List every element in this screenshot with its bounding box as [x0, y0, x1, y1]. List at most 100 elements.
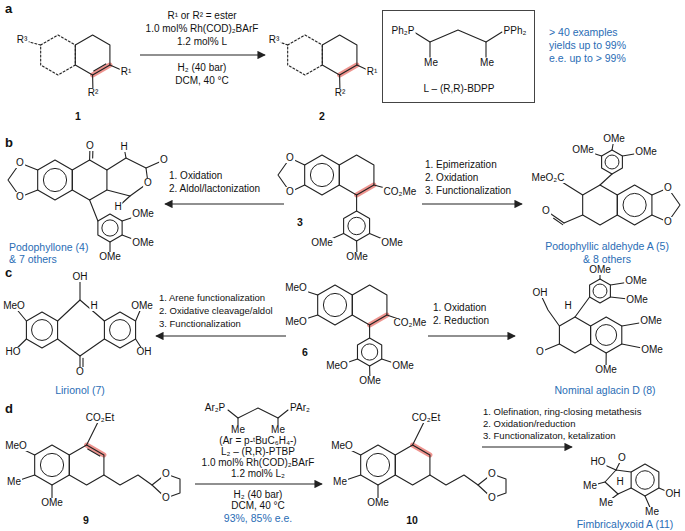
compound-name: Fimbricalyxoid A (11) — [576, 519, 675, 530]
atom-label: R¹ — [366, 67, 379, 77]
aromatic-circle — [348, 217, 365, 234]
reagent-text: 1. Olefination, ring-closing metathesis — [482, 407, 642, 417]
aromatic-circle — [43, 168, 66, 191]
atom-label: OMe — [571, 145, 595, 155]
reaction-arrow — [165, 203, 284, 204]
bond-line — [430, 475, 478, 485]
bond-line — [562, 182, 583, 195]
ligand-label: Ph₂P — [391, 26, 416, 36]
atom-label: OMe — [345, 252, 369, 262]
reagent-text: H₂ (40 bar) — [177, 63, 228, 73]
aromatic-circle — [110, 320, 131, 341]
reaction-arrow — [140, 54, 265, 55]
compound-number: 10 — [405, 515, 419, 526]
atom-label: O — [285, 153, 295, 163]
reagent-text: 2. Oxidation/reduction — [482, 419, 576, 429]
atom-label: Me — [6, 477, 22, 487]
compound-number: 9 — [82, 515, 90, 526]
bond-line — [41, 35, 76, 75]
atom-label: OMe — [625, 295, 649, 305]
atom-label: O — [663, 217, 673, 227]
reagent-text: 3. Functionalization — [424, 186, 512, 196]
bond-line — [339, 155, 374, 195]
atom-label: O — [159, 155, 169, 165]
bond-line — [104, 475, 152, 485]
atom-label: PAr₂ — [289, 403, 311, 413]
ligand-label: Me — [479, 58, 495, 68]
bond-line — [395, 445, 430, 485]
reaction-arrow — [428, 335, 515, 336]
bond-line — [305, 155, 340, 195]
bond-line — [591, 317, 622, 353]
bond-line — [617, 185, 652, 225]
compound-name: > 40 examples — [548, 27, 619, 38]
ligand-label: PPh₂ — [503, 26, 528, 36]
atom-label: CO₂Me — [393, 318, 428, 328]
atom-label: R² — [334, 88, 347, 98]
atom-label: OMe — [131, 238, 155, 248]
bond-line — [69, 445, 104, 485]
atom-label: Me — [598, 498, 614, 508]
atom-label: Me — [582, 481, 598, 491]
atom-label: MeO — [284, 317, 308, 327]
atom-label: HO — [590, 457, 607, 467]
reagent-text: 1. Oxidation — [168, 171, 223, 181]
compound-name: & 8 others — [582, 254, 632, 265]
atom-label: OMe — [98, 252, 122, 262]
bond-line — [361, 445, 396, 485]
aromatic-circle — [596, 325, 617, 346]
aromatic-circle — [366, 453, 389, 476]
bond-line — [605, 470, 631, 494]
aromatic-circle — [32, 320, 53, 341]
bond-line — [369, 325, 370, 338]
atom-label: CO₂Et — [411, 413, 441, 423]
atom-label: O — [663, 183, 673, 193]
bond-line — [90, 200, 98, 221]
atom-label: OH — [136, 347, 153, 357]
compound-name: Podophyllone (4) — [8, 242, 89, 253]
compound-name: yields up to 99% — [548, 40, 627, 51]
atom-label: O — [143, 178, 153, 188]
bond-line — [602, 150, 623, 174]
bond-line — [322, 35, 357, 75]
aromatic-circle — [310, 163, 333, 186]
atom-label: OH — [72, 272, 89, 282]
atom-label: OMe — [131, 209, 155, 219]
reagent-text: 3. Functionalizaton, ketalization — [482, 431, 617, 441]
bond-line — [564, 215, 583, 223]
atom-label: O — [487, 469, 497, 479]
atom-label: H — [89, 301, 98, 311]
atom-label: OMe — [602, 134, 626, 144]
panel-letter: a — [4, 2, 13, 15]
compound-number: 6 — [301, 347, 309, 358]
reagent-text: L₂ – (R,R)-PTBP — [220, 447, 296, 457]
atom-label: O — [487, 493, 497, 503]
atom-label: OMe — [588, 265, 612, 275]
aromatic-circle — [40, 453, 63, 476]
bond-line — [58, 339, 105, 356]
bond-line — [94, 64, 106, 71]
compound-name: & 7 others — [8, 254, 58, 265]
reagent-text: 2. Reduction — [432, 316, 490, 326]
compound-name: Nominal aglacin D (8) — [554, 385, 657, 396]
bond-line — [98, 214, 122, 242]
bond-line — [583, 185, 618, 225]
atom-label: MeO — [330, 441, 354, 451]
bond-line — [559, 317, 590, 353]
reagent-text: R¹ or R² = ester — [166, 11, 237, 21]
reagent-text: 2. Oxidative cleavage/aldol — [158, 306, 274, 316]
bond-line — [75, 35, 110, 75]
atom-label: MeO — [284, 283, 308, 293]
compound-name: Lirionol (7) — [54, 385, 106, 396]
bond-line — [631, 464, 659, 496]
reaction-arrow — [156, 335, 286, 336]
aromatic-circle — [623, 193, 646, 216]
bond-line — [429, 42, 430, 57]
bond-line — [26, 312, 57, 348]
aromatic-circle — [323, 293, 346, 316]
reagent-text: 3. Functionalization — [158, 319, 242, 329]
bond-line — [107, 158, 148, 196]
bond-line — [590, 279, 611, 303]
atom-label: O — [617, 453, 627, 463]
